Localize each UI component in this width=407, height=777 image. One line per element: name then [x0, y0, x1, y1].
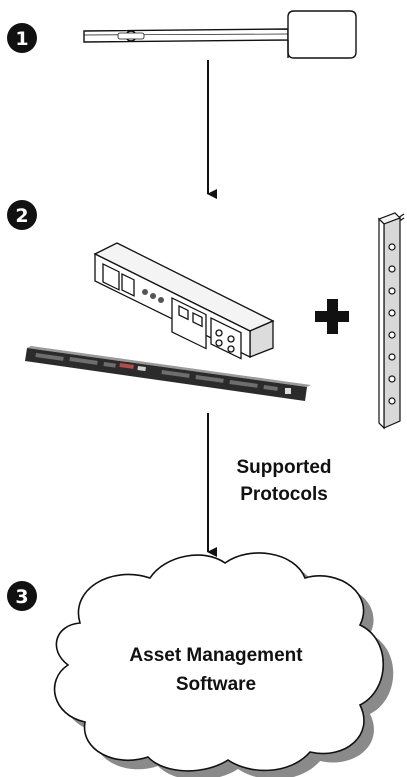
cloud-text: Asset Management Software	[96, 641, 336, 699]
cloud-line-2: Software	[175, 674, 257, 695]
step-1-badge: 1	[7, 23, 37, 53]
step-3-number: 3	[15, 586, 28, 608]
asset-management-cloud	[53, 552, 384, 772]
step-3-badge: 3	[7, 581, 37, 611]
horizontal-pdu-illustration	[93, 242, 275, 360]
cloud-line-1: Asset Management	[129, 645, 303, 666]
asset-tag-illustration	[83, 10, 357, 59]
step-2-badge: 2	[7, 200, 37, 230]
protocols-line-2: Protocols	[240, 484, 328, 505]
step-1-number: 1	[15, 28, 28, 50]
vertical-pdu-strip-illustration	[25, 346, 311, 401]
protocols-line-1: Supported	[236, 457, 332, 478]
plus-icon	[315, 299, 349, 334]
supported-protocols-label: Supported Protocols	[214, 454, 354, 508]
tall-vertical-pdu-illustration	[377, 212, 405, 430]
step-2-number: 2	[15, 205, 28, 227]
